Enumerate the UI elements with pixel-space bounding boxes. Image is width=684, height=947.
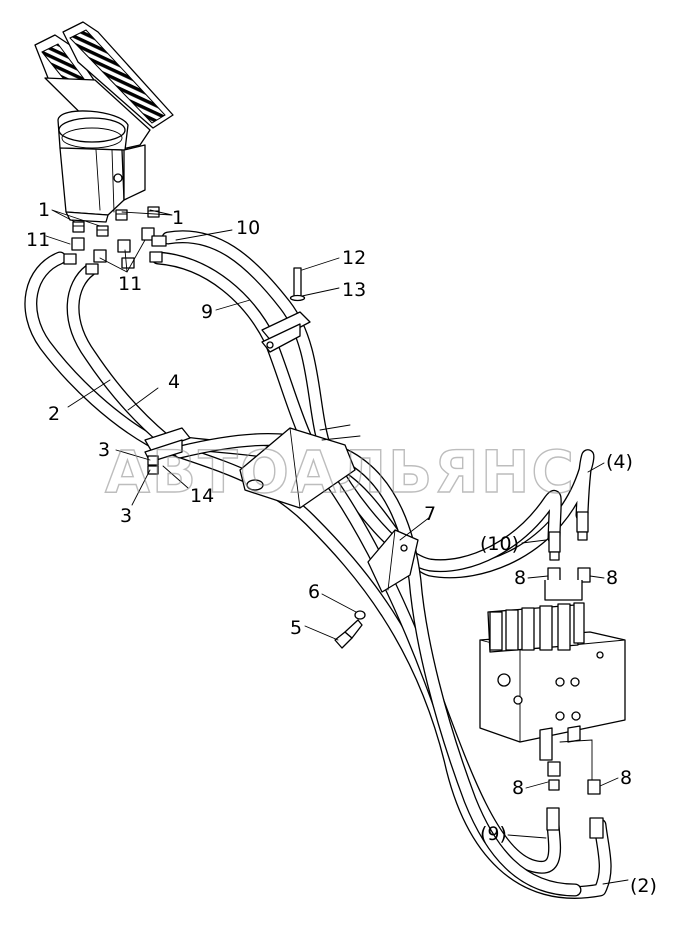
bolt-5 [334, 619, 363, 649]
callout-10-paren: (10) [480, 533, 519, 555]
callout-8-upper-right: 8 [606, 567, 618, 589]
hose-bundle [24, 230, 612, 899]
fitting-1c [115, 209, 128, 221]
leader-lines [45, 209, 629, 885]
hose-end-4 [576, 511, 589, 541]
adapter-8b [577, 567, 591, 583]
callout-1-left: 1 [38, 199, 50, 221]
callout-8-upper-left: 8 [514, 567, 526, 589]
hose-clamp-upper [261, 267, 311, 353]
hose-10 [161, 230, 562, 573]
callout-7: 7 [424, 503, 436, 525]
hose-end-9 [546, 807, 560, 831]
callout-9-paren: (9) [480, 823, 507, 845]
fitting-11a [63, 237, 85, 265]
adapter-8d [587, 779, 601, 795]
callout-11-left: 11 [26, 229, 50, 251]
callout-3-upper: 3 [98, 439, 110, 461]
callout-8-lower-right: 8 [620, 767, 632, 789]
hose-end-10 [548, 531, 561, 561]
callout-6: 6 [308, 581, 320, 603]
callout-3-lower: 3 [120, 505, 132, 527]
callout-12: 12 [342, 247, 366, 269]
control-valve-block [479, 580, 626, 781]
callout-5: 5 [290, 617, 302, 639]
fitting-1a [72, 221, 85, 233]
callout-14: 14 [190, 485, 214, 507]
valve-spools [489, 602, 585, 651]
hose-clamp-left [144, 427, 191, 475]
fitting-11b [85, 249, 107, 275]
fitting-1b [96, 225, 109, 237]
foot-pedal-valve [34, 21, 174, 223]
callout-1-right: 1 [172, 207, 184, 229]
callout-4-paren: (4) [606, 451, 633, 473]
adapter-8a [547, 567, 561, 583]
callout-9: 9 [201, 301, 213, 323]
callout-4: 4 [168, 371, 180, 393]
callout-labels: 1 1 11 11 10 9 12 13 4 2 3 3 14 7 6 5 (4… [26, 199, 657, 897]
fitting-11c [117, 239, 135, 269]
fitting-11d [141, 227, 167, 263]
callout-8-lower-left: 8 [512, 777, 524, 799]
hose-4 [66, 263, 595, 579]
washer-6 [354, 610, 366, 620]
adapter-8c [547, 761, 561, 791]
mounting-bracket [239, 424, 361, 509]
hose-end-2 [589, 817, 604, 839]
callout-13: 13 [342, 279, 366, 301]
callout-2-paren: (2) [630, 875, 657, 897]
watermark: АВТОАЛЬЯНС [105, 438, 576, 506]
callout-10: 10 [236, 217, 260, 239]
callout-11-center: 11 [118, 273, 142, 295]
callout-2: 2 [48, 403, 60, 425]
fittings-group [63, 206, 167, 275]
hose-clamp-7 [367, 529, 419, 593]
